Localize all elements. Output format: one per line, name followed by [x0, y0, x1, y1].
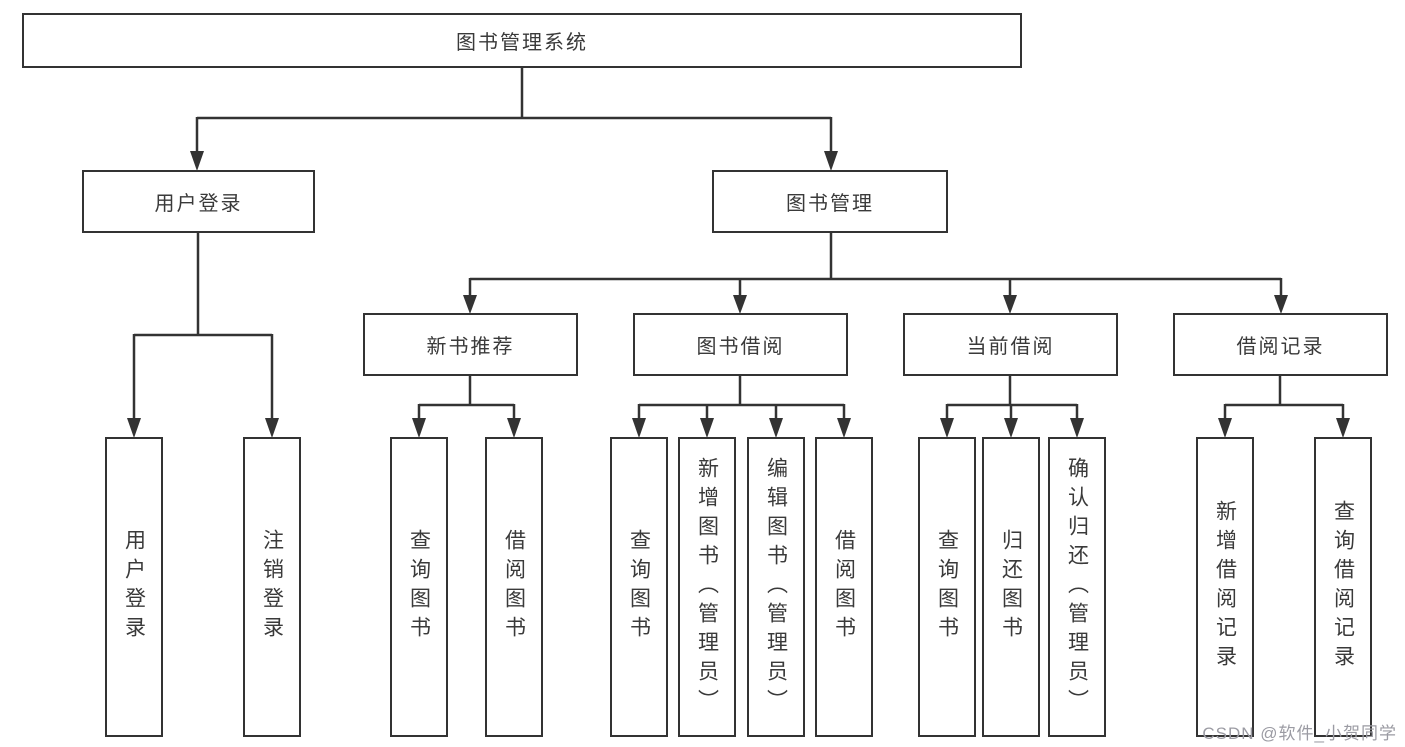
leaf-label: 查询借阅记录	[1331, 500, 1355, 674]
leaf-label: 查询图书	[627, 529, 651, 645]
leaf-query-borrow-record: 查询借阅记录	[1314, 437, 1372, 737]
leaf-borrow-book: 借阅图书	[485, 437, 543, 737]
node-current-borrow: 当前借阅	[903, 313, 1118, 376]
node-new-book-recommend: 新书推荐	[363, 313, 578, 376]
tree-edges	[132, 68, 1345, 420]
leaf-label: 归还图书	[999, 529, 1023, 645]
leaf-confirm-return-admin: 确认归还（管理员）	[1048, 437, 1106, 737]
node-borrow-record: 借阅记录	[1173, 313, 1388, 376]
leaf-add-book-admin: 新增图书（管理员）	[678, 437, 736, 737]
leaf-label: 查询图书	[407, 529, 431, 645]
leaf-label: 借阅图书	[502, 529, 526, 645]
leaf-label: 编辑图书（管理员）	[764, 456, 788, 718]
leaf-label: 借阅图书	[832, 529, 856, 645]
leaf-return-book: 归还图书	[982, 437, 1040, 737]
leaf-label: 查询图书	[935, 529, 959, 645]
node-root-system: 图书管理系统	[22, 13, 1022, 68]
leaf-edit-book-admin: 编辑图书（管理员）	[747, 437, 805, 737]
node-book-borrow: 图书借阅	[633, 313, 848, 376]
leaf-query-book: 查询图书	[918, 437, 976, 737]
node-user-login: 用户登录	[82, 170, 315, 233]
leaf-label: 新增图书（管理员）	[695, 456, 719, 718]
leaf-label: 新增借阅记录	[1213, 500, 1237, 674]
leaf-user-login: 用户登录	[105, 437, 163, 737]
leaf-query-book: 查询图书	[390, 437, 448, 737]
csdn-watermark: CSDN @软件_小贺同学	[1202, 724, 1397, 743]
node-book-management: 图书管理	[712, 170, 948, 233]
leaf-borrow-book: 借阅图书	[815, 437, 873, 737]
leaf-label: 注销登录	[260, 529, 284, 645]
leaf-add-borrow-record: 新增借阅记录	[1196, 437, 1254, 737]
leaf-logout: 注销登录	[243, 437, 301, 737]
leaf-label: 确认归还（管理员）	[1065, 456, 1089, 718]
leaf-query-book: 查询图书	[610, 437, 668, 737]
leaf-label: 用户登录	[122, 529, 146, 645]
arrowheads	[127, 151, 1350, 438]
